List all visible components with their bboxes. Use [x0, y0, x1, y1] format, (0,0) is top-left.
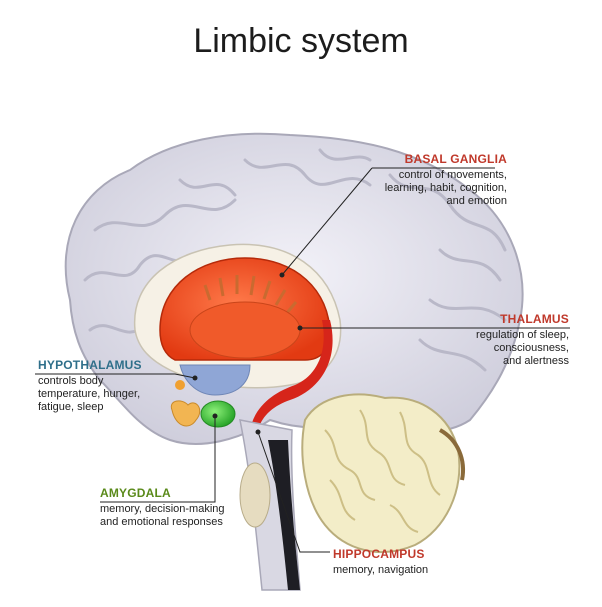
label-thalamus: THALAMUS regulation of sleep, consciousn… [476, 312, 569, 368]
marker-hypothalamus [192, 375, 198, 381]
amygdala-name: AMYGDALA [100, 486, 171, 500]
marker-thalamus [297, 325, 303, 331]
label-amygdala: AMYGDALA memory, decision-making and emo… [100, 486, 225, 529]
marker-basal-ganglia [279, 272, 285, 278]
diagram-title: Limbic system [193, 22, 409, 60]
leader-lines [35, 167, 570, 553]
pituitary [170, 400, 201, 427]
basal-ganglia-striations [203, 275, 298, 315]
small-orange-node [175, 380, 185, 390]
basal-ganglia-name: BASAL GANGLIA [404, 152, 507, 166]
thalamus-desc: regulation of sleep, consciousness, and … [476, 329, 569, 367]
cerebellum-folia [324, 409, 441, 533]
cerebellum [301, 393, 461, 553]
hypothalamus [179, 364, 251, 396]
label-hippocampus: HIPPOCAMPUS memory, navigation [333, 547, 428, 577]
pons [239, 462, 271, 528]
label-basal-ganglia: BASAL GANGLIA control of movements, lear… [385, 152, 507, 208]
marker-hippocampus [255, 429, 261, 435]
hippocampus-desc: memory, navigation [333, 564, 429, 576]
thalamus [189, 301, 301, 359]
hippocampus-name: HIPPOCAMPUS [333, 547, 425, 561]
thalamus-name: THALAMUS [500, 312, 569, 326]
amygdala-desc: memory, decision-making and emotional re… [100, 503, 225, 528]
red-strip [250, 320, 333, 430]
cerebellum-brown-edge [438, 428, 465, 481]
amygdala [200, 400, 236, 428]
hypothalamus-desc: controls body temperature, hunger, fatig… [38, 375, 141, 413]
marker-amygdala [212, 413, 218, 419]
basal-ganglia-desc: control of movements, learning, habit, c… [384, 169, 507, 207]
brainstem-dark [268, 440, 300, 590]
label-hypothalamus: HYPOTHALAMUS controls body temperature, … [38, 358, 142, 414]
hypothalamus-name: HYPOTHALAMUS [38, 358, 142, 372]
